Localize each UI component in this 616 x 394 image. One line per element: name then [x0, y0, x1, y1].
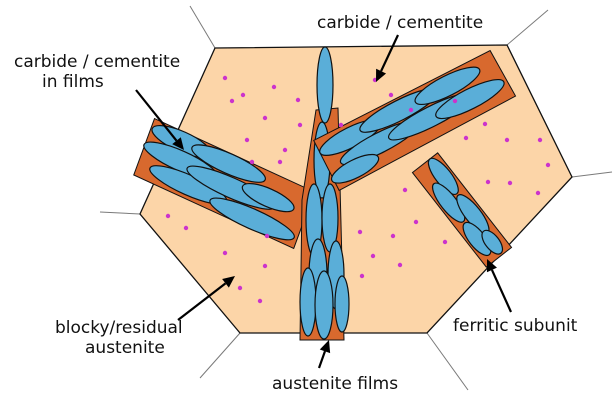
- grain-boundary-line: [427, 333, 468, 390]
- carbide-dot: [389, 93, 393, 97]
- carbide-dot: [505, 138, 509, 142]
- label-carbide-films-line1: carbide / cementite: [14, 52, 180, 72]
- carbide-dot: [278, 160, 282, 164]
- carbide-dot: [238, 286, 242, 290]
- ferrite-lath: [315, 271, 333, 339]
- carbide-dot: [546, 163, 550, 167]
- arrow-head: [320, 340, 330, 353]
- grain-boundary-line: [507, 10, 548, 45]
- grain-boundary-line: [190, 6, 215, 48]
- carbide-dot: [508, 181, 512, 185]
- carbide-dot: [339, 123, 343, 127]
- carbide-dot: [391, 234, 395, 238]
- grain-boundary-line: [200, 333, 240, 378]
- carbide-dot: [296, 98, 300, 102]
- carbide-dot: [403, 188, 407, 192]
- carbide-dot: [245, 138, 249, 142]
- carbide-dot: [223, 251, 227, 255]
- arrow-shaft: [319, 351, 325, 368]
- carbide-dot: [360, 274, 364, 278]
- carbide-dot: [166, 214, 170, 218]
- label-carbide-cementite: carbide / cementite: [317, 13, 483, 33]
- carbide-dot: [265, 234, 269, 238]
- label-austenite-films: austenite films: [272, 374, 398, 394]
- label-ferritic-subunit: ferritic subunit: [453, 316, 578, 336]
- carbide-dot: [358, 230, 362, 234]
- arrow-ferritic-subunit: [487, 259, 511, 312]
- carbide-dot: [464, 136, 468, 140]
- carbide-dot: [538, 138, 542, 142]
- carbide-dot: [263, 264, 267, 268]
- carbide-dot: [483, 122, 487, 126]
- carbide-dot: [241, 93, 245, 97]
- carbide-dot: [223, 76, 227, 80]
- carbide-dot: [283, 148, 287, 152]
- grain-boundary-line: [100, 212, 140, 214]
- label-blocky-austenite-line1: blocky/residual: [55, 318, 183, 338]
- carbide-dot: [398, 263, 402, 267]
- label-blocky-austenite-line2: austenite: [85, 338, 165, 358]
- carbide-dot: [250, 160, 254, 164]
- arrow-shaft: [492, 270, 511, 312]
- carbide-dot: [536, 191, 540, 195]
- grain-boundary-line: [572, 172, 612, 177]
- carbide-dot: [298, 123, 302, 127]
- carbide-dot: [263, 116, 267, 120]
- arrow-austenite-films: [319, 340, 330, 368]
- ferrite-lath: [300, 268, 316, 336]
- ferrite-lath: [317, 47, 333, 123]
- label-carbide-films-line2: in films: [42, 72, 104, 92]
- carbide-dot: [443, 240, 447, 244]
- carbide-dot: [371, 254, 375, 258]
- carbide-dot: [272, 85, 276, 89]
- ferrite-lath: [335, 276, 349, 332]
- carbide-dot: [258, 299, 262, 303]
- carbide-dot: [414, 220, 418, 224]
- carbide-dot: [409, 108, 413, 112]
- carbide-dot: [230, 99, 234, 103]
- carbide-dot: [486, 180, 490, 184]
- carbide-dot: [453, 99, 457, 103]
- carbide-dot: [184, 226, 188, 230]
